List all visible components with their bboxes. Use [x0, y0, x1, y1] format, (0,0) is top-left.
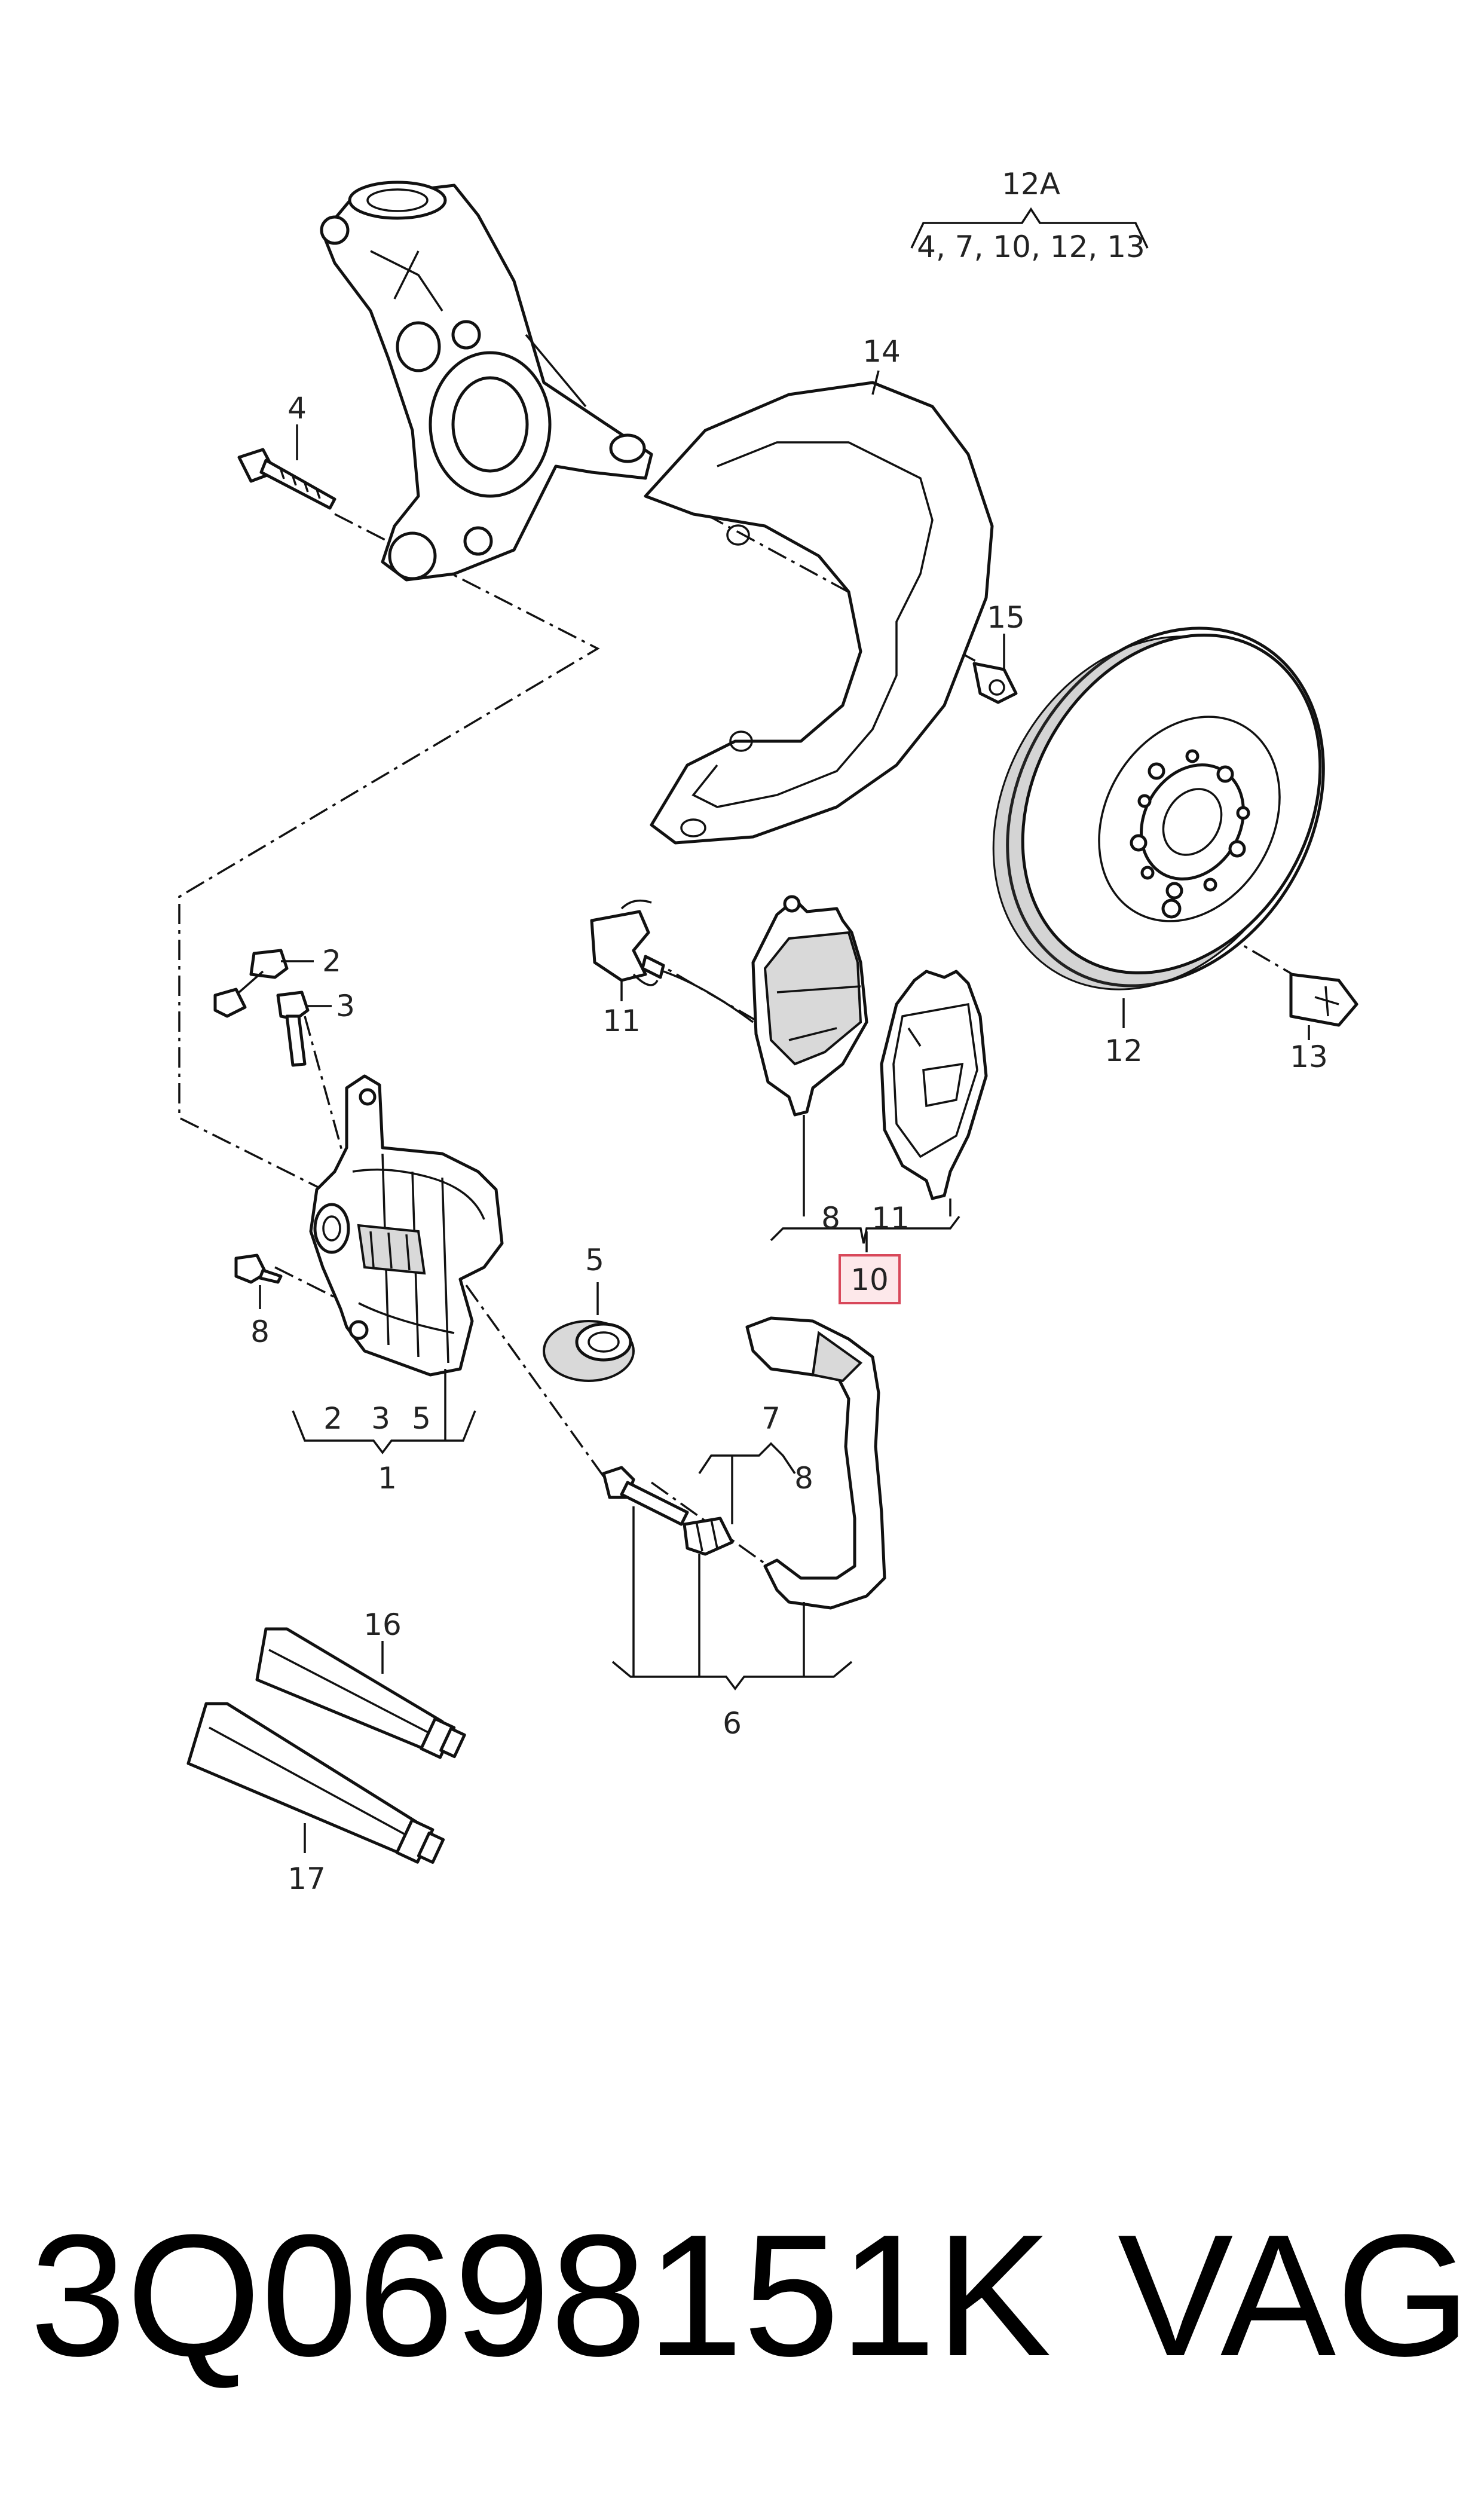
callout-8-bracket: 8: [794, 1461, 813, 1496]
callout-6: 6: [723, 1706, 742, 1741]
guide-pin: [602, 1466, 734, 1556]
brake-dust-shield: [644, 381, 994, 845]
callout-17: 17: [287, 1861, 326, 1896]
leader-lines: [259, 207, 1310, 1853]
grease-tube-16: [255, 1627, 466, 1759]
callout-12a: 12A: [1002, 167, 1060, 201]
brake-pad-11: [880, 970, 988, 1200]
caliper-bracket: [745, 1316, 886, 1610]
grease-tube-17: [186, 1702, 445, 1864]
bolt-4: [237, 448, 336, 510]
brand-name: VAG: [1118, 2199, 1471, 2392]
callout-group1-2: 2: [323, 1401, 342, 1436]
highlight-box-10: [839, 1254, 901, 1304]
callout-3: 3: [336, 989, 355, 1023]
bolt-8-caliper: [234, 1254, 283, 1284]
callout-14: 14: [862, 334, 901, 369]
steering-knuckle: [320, 181, 653, 582]
wear-sensor: [590, 899, 754, 1023]
callout-7: 7: [761, 1401, 781, 1436]
brake-caliper: [309, 1074, 504, 1377]
callout-10: 10: [850, 1262, 889, 1297]
part-number: 3Q0698151K: [30, 2199, 1052, 2392]
seal-kit-5: [543, 1320, 635, 1382]
brake-pad-8: [751, 895, 868, 1117]
callout-5: 5: [585, 1243, 604, 1277]
callout-labels: 12A 4, 7, 10, 12, 13 14 4 15 2 3 11 12 1…: [250, 167, 1328, 1896]
callout-1: 1: [378, 1461, 397, 1496]
callout-12: 12: [1104, 1034, 1143, 1068]
callout-11-sensor: 11: [602, 1004, 641, 1038]
brake-disc: [992, 626, 1325, 990]
callout-4: 4: [287, 391, 307, 426]
callout-16: 16: [363, 1607, 402, 1642]
callout-8-pad: 8: [821, 1201, 840, 1236]
callout-15: 15: [987, 600, 1025, 635]
screw-13: [1289, 973, 1358, 1027]
callout-2: 2: [322, 944, 341, 979]
callout-group1-3: 3: [371, 1401, 390, 1436]
callout-12a-items: 4, 7, 10, 12, 13: [917, 230, 1145, 264]
callout-group1-5: 5: [412, 1401, 431, 1436]
bleeder-cap-2: [213, 949, 289, 1018]
callout-8-bolt: 8: [250, 1314, 270, 1349]
bolt-15: [972, 662, 1018, 704]
callout-11-pad: 11: [871, 1201, 910, 1236]
bleeder-valve-3: [276, 990, 310, 1067]
part-info-footer: 3Q0698151K VAG: [30, 2188, 1471, 2403]
callout-13: 13: [1290, 1040, 1328, 1074]
